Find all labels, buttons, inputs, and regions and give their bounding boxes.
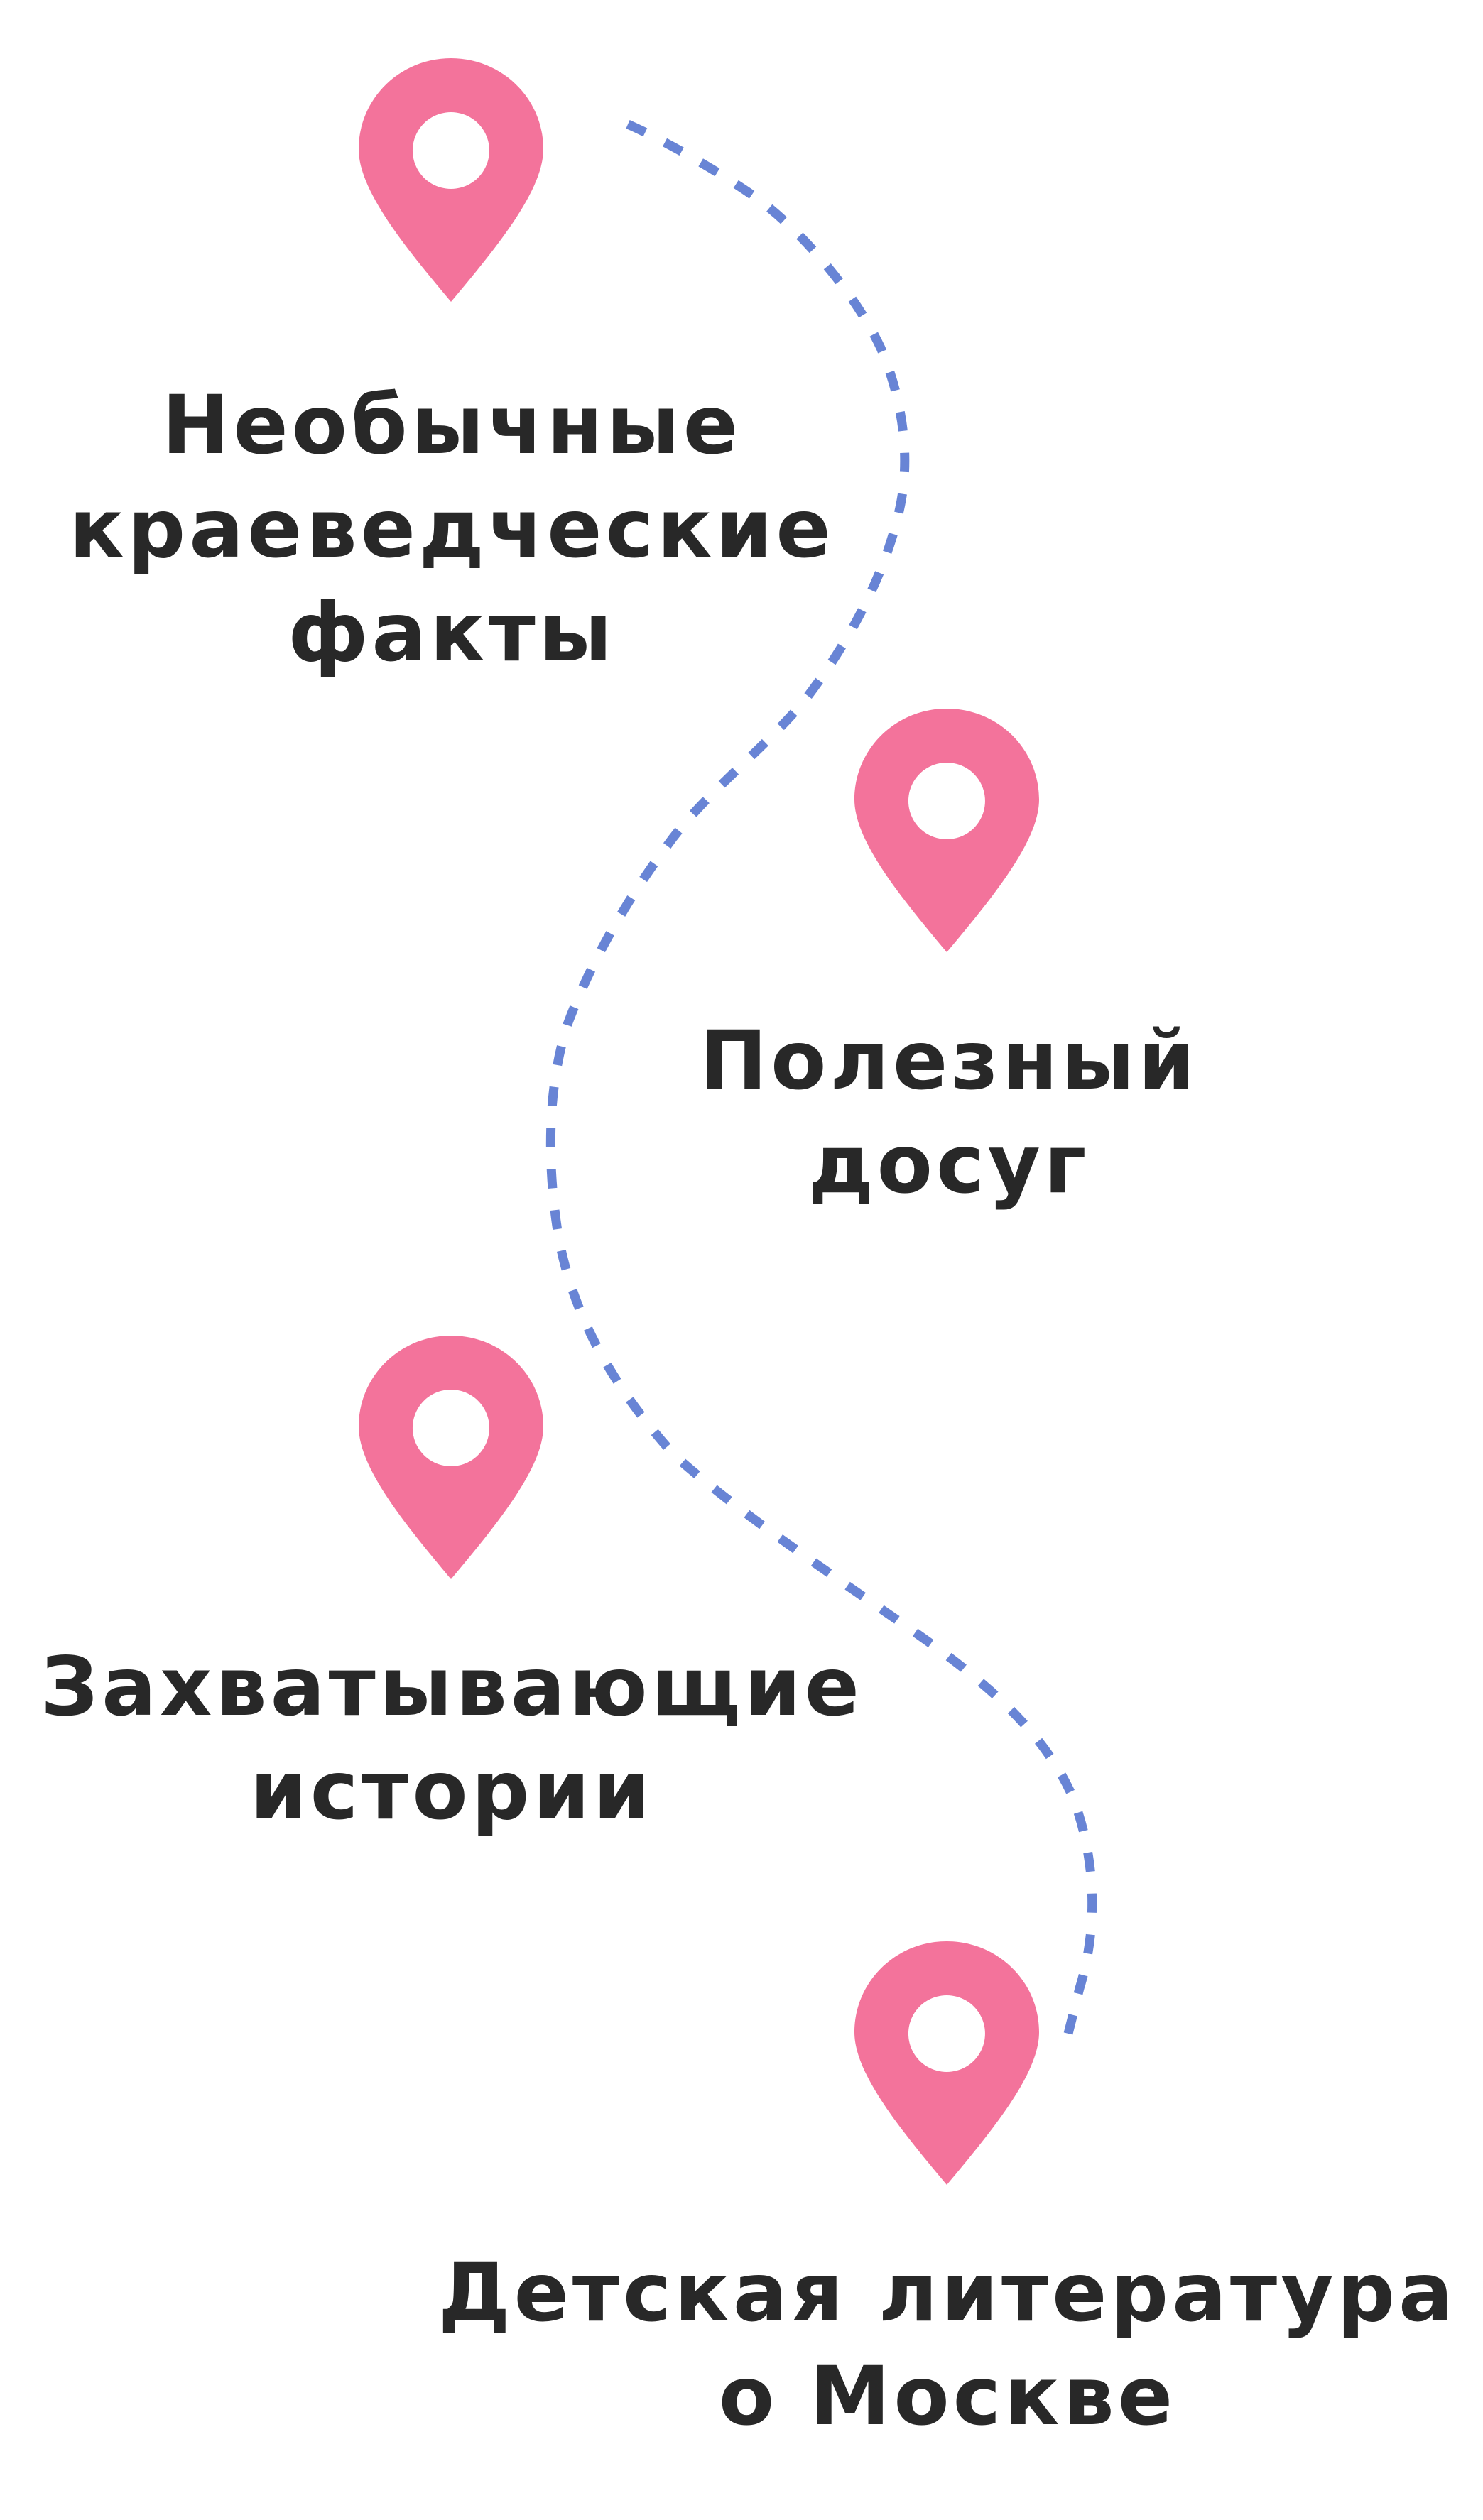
stop-label-line: истории xyxy=(249,1743,654,1838)
stop-label-line: Необычные xyxy=(161,378,742,472)
map-pin-icon xyxy=(359,1336,543,1579)
stop-label-line: досуг xyxy=(808,1117,1090,1211)
stop-label-line: о Москве xyxy=(718,2349,1177,2443)
stop-label-childrens-literature: Детская литература о Москве xyxy=(415,2241,1480,2448)
stop-label-exciting-stories: Захватывающие истории xyxy=(0,1635,984,1843)
route-path xyxy=(545,120,1097,2046)
stop-label-useful-leisure: Полезный досуг xyxy=(416,1009,1482,1216)
map-pin-icon xyxy=(359,58,543,302)
stop-label-line: Полезный xyxy=(699,1013,1199,1108)
stop-label-line: Захватывающие xyxy=(40,1640,863,1734)
map-pin-icon xyxy=(854,709,1039,952)
stop-label-local-history-facts: Необычные краеведческие факты xyxy=(0,373,984,684)
map-pin-icon xyxy=(854,1941,1039,2185)
stop-label-line: краеведческие xyxy=(69,481,835,576)
stop-label-line: факты xyxy=(288,585,616,680)
stop-label-line: Детская литература xyxy=(438,2245,1457,2340)
